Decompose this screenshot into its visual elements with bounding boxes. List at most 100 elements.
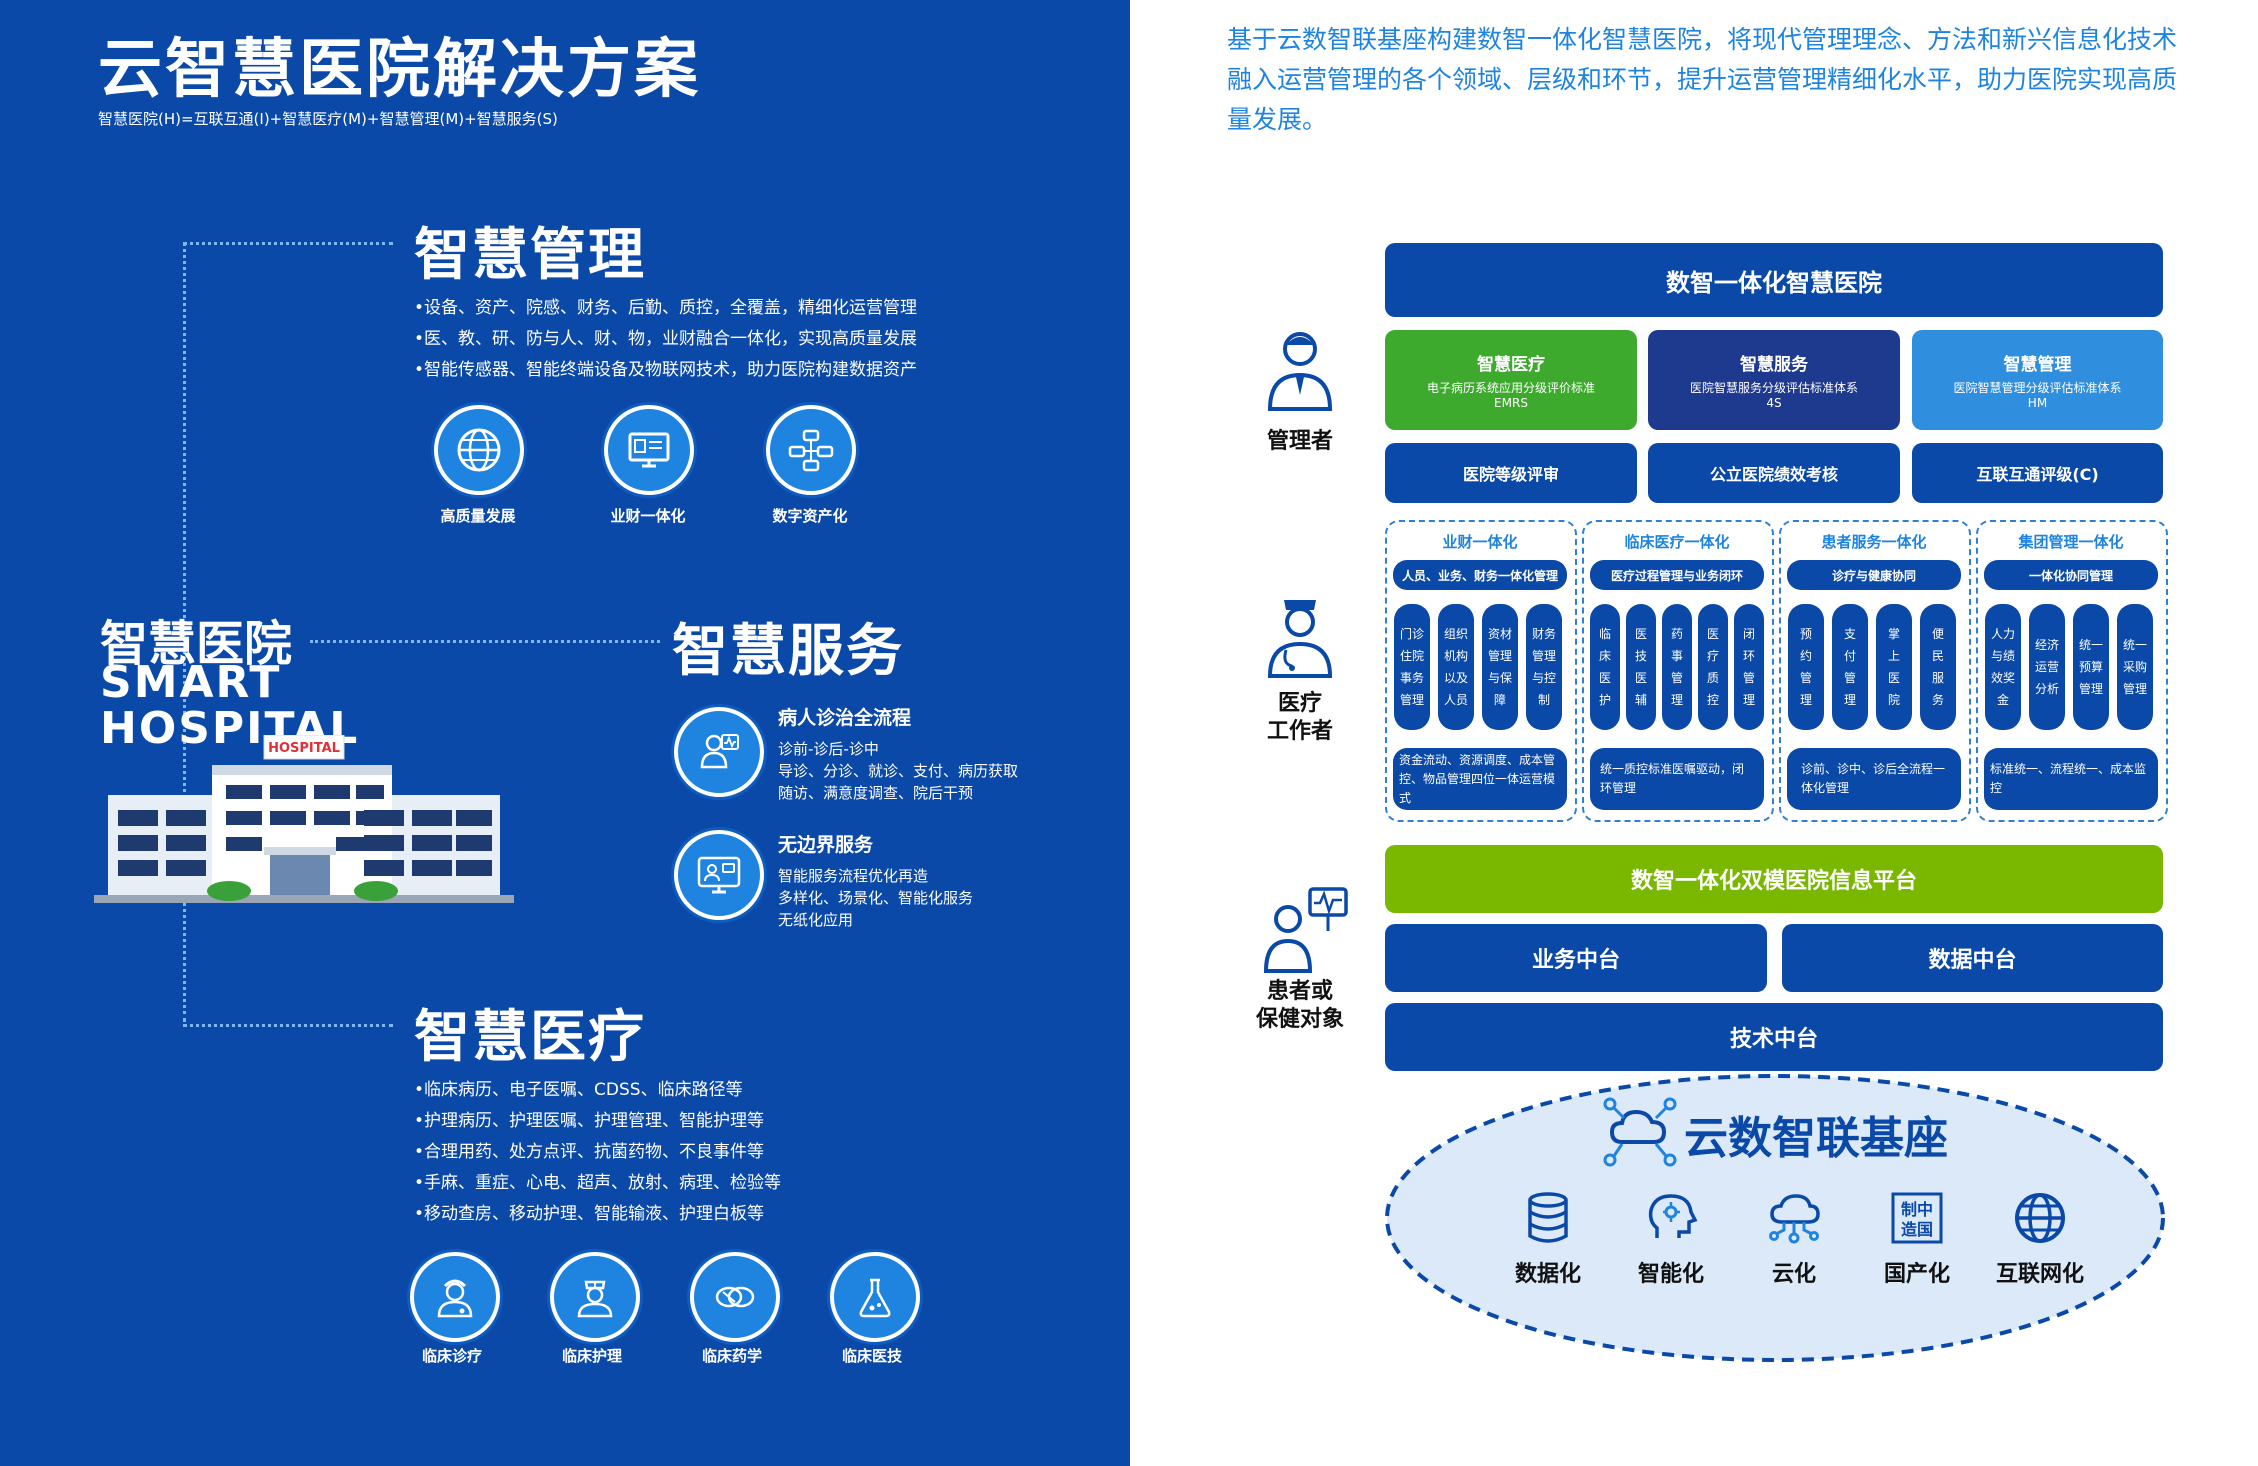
service-line: 多样化、场景化、智能化服务 bbox=[778, 889, 974, 907]
service-item-text: 诊前-诊后-诊中 导诊、分诊、就诊、支付、病历获取 随访、满意度调查、院后干预 bbox=[778, 738, 1018, 804]
icon-label: 高质量发展 bbox=[440, 507, 516, 525]
network-icon bbox=[766, 405, 856, 495]
group-column-text: 组织机构以及人员 bbox=[1443, 627, 1468, 707]
standard-code: HM bbox=[2027, 396, 2048, 410]
main-title: 云智慧医院解决方案 bbox=[98, 33, 701, 107]
medical-title: 智慧医疗 bbox=[414, 1005, 646, 1070]
tech-middle-box: 技术中台 bbox=[1385, 1003, 2163, 1071]
service-line: 随访、满意度调查、院后干预 bbox=[778, 784, 974, 802]
group-column: 经济运营分析 bbox=[2029, 604, 2065, 730]
doctor-icon bbox=[410, 1252, 500, 1342]
globe-icon bbox=[434, 405, 524, 495]
evaluation-box: 医院等级评审 bbox=[1385, 443, 1637, 503]
standard-desc: 医院智慧管理分级评估标准体系 bbox=[1953, 381, 2122, 395]
group-column-text: 资材管理与保障 bbox=[1487, 627, 1512, 707]
management-bullet: •设备、资产、院感、财务、后勤、质控，全覆盖，精细化运营管理 bbox=[414, 298, 918, 318]
management-bullet: •医、教、研、防与人、财、物，业财融合一体化，实现高质量发展 bbox=[414, 329, 918, 349]
group-column: 门诊住院事务管理 bbox=[1394, 604, 1430, 730]
hospital-en-line: SMART bbox=[100, 657, 282, 708]
business-middle-box: 业务中台 bbox=[1385, 924, 1767, 992]
group-column: 统一预算管理 bbox=[2073, 604, 2109, 730]
group-column: 人力与绩效奖金 bbox=[1985, 604, 2021, 730]
group-footer: 统一质控标准医嘱驱动，闭环管理 bbox=[1590, 748, 1764, 810]
group-column-text: 预约管理 bbox=[1799, 627, 1812, 707]
icon-label: 数字资产化 bbox=[772, 507, 848, 525]
group-column: 闭环管理 bbox=[1734, 604, 1764, 730]
standard-desc: 医院智慧服务分级评估标准体系 bbox=[1689, 381, 1858, 395]
group-column-text: 统一采购管理 bbox=[2122, 638, 2147, 696]
group-column-text: 临床医护 bbox=[1598, 627, 1611, 707]
medical-bullet: •临床病历、电子医嘱、CDSS、临床路径等 bbox=[414, 1080, 743, 1100]
group-column-text: 人力与绩效奖金 bbox=[1990, 627, 2015, 707]
group-column: 组织机构以及人员 bbox=[1438, 604, 1474, 730]
standard-code: 4S bbox=[1766, 396, 1782, 410]
medical-bullet: •手麻、重症、心电、超声、放射、病理、检验等 bbox=[414, 1173, 782, 1193]
management-bullet: •智能传感器、智能终端设备及物联网技术，助力医院构建数据资产 bbox=[414, 360, 918, 380]
service-item-title: 无边界服务 bbox=[778, 834, 874, 856]
group-column-text: 药事管理 bbox=[1670, 627, 1683, 707]
standard-title: 智慧管理 bbox=[2003, 355, 2072, 375]
icon-label: 临床诊疗 bbox=[421, 1347, 482, 1365]
ai-head-icon bbox=[1648, 1194, 1698, 1238]
group-column: 财务管理与控制 bbox=[1526, 604, 1562, 730]
group-column: 支付管理 bbox=[1832, 604, 1868, 730]
service-item-title: 病人诊治全流程 bbox=[778, 707, 912, 729]
base-title: 云数智联基座 bbox=[1684, 1113, 1948, 1164]
management-bullets: •设备、资产、院感、财务、后勤、质控，全覆盖，精细化运营管理 •医、教、研、防与… bbox=[414, 293, 917, 386]
group-column: 便民服务 bbox=[1920, 604, 1956, 730]
role-label: 患者或保健对象 bbox=[1255, 979, 1344, 1032]
base-label: 国产化 bbox=[1883, 1262, 1950, 1287]
role-label: 医疗工作者 bbox=[1266, 691, 1333, 744]
group-card bbox=[1582, 520, 1774, 822]
cloud-icon bbox=[1769, 1194, 1820, 1244]
standard-card: 智慧管理 医院智慧管理分级评估标准体系 HM bbox=[1912, 330, 2163, 430]
nurse-icon bbox=[550, 1252, 640, 1342]
group-column: 医疗质控 bbox=[1698, 604, 1728, 730]
medical-bullet: •移动查房、移动护理、智能输液、护理白板等 bbox=[414, 1204, 765, 1224]
group-header: 诊疗与健康协同 bbox=[1787, 560, 1961, 590]
connector-vertical bbox=[183, 242, 186, 1022]
group-column-text: 闭环管理 bbox=[1742, 627, 1755, 707]
group-header: 医疗过程管理与业务闭环 bbox=[1590, 560, 1764, 590]
group-title: 业财一体化 bbox=[1442, 533, 1518, 551]
group-column-text: 支付管理 bbox=[1843, 627, 1856, 707]
top-box: 数智一体化智慧医院 bbox=[1385, 243, 2163, 317]
data-middle-box: 数据中台 bbox=[1782, 924, 2163, 992]
left-panel: 云智慧医院解决方案 智慧医院(H)=互联互通(I)+智慧医疗(M)+智慧管理(M… bbox=[0, 0, 1130, 1466]
cloud-network-icon bbox=[1603, 1097, 1677, 1167]
group-column-text: 医技医辅 bbox=[1634, 627, 1647, 707]
base-label: 数据化 bbox=[1514, 1262, 1581, 1287]
icon-label: 临床药学 bbox=[701, 1347, 762, 1365]
icon-label: 临床护理 bbox=[561, 1347, 622, 1365]
evaluation-box: 公立医院绩效考核 bbox=[1648, 443, 1900, 503]
group-column: 临床医护 bbox=[1590, 604, 1620, 730]
medical-bullets: •临床病历、电子医嘱、CDSS、临床路径等 •护理病历、护理医嘱、护理管理、智能… bbox=[414, 1075, 781, 1230]
hospital-cn: 智慧医院 bbox=[100, 616, 293, 672]
standard-title: 智慧服务 bbox=[1740, 355, 1808, 375]
right-panel: 基于云数智联基座构建数智一体化智慧医院，将现代管理理念、方法和新兴信息化技术融入… bbox=[1130, 0, 2258, 1466]
internet-globe-icon bbox=[2015, 1193, 2065, 1243]
role-label: 管理者 bbox=[1266, 429, 1333, 454]
database-icon bbox=[1528, 1192, 1568, 1243]
group-column-text: 统一预算管理 bbox=[2078, 638, 2103, 696]
group-footer: 诊前、诊中、诊后全流程一体化管理 bbox=[1787, 748, 1961, 810]
medical-bullet: •护理病历、护理医嘱、护理管理、智能护理等 bbox=[414, 1111, 765, 1131]
evaluation-box: 互联互通评级(C) bbox=[1912, 443, 2163, 503]
group-column: 药事管理 bbox=[1662, 604, 1692, 730]
group-title: 临床医疗一体化 bbox=[1624, 533, 1730, 551]
standard-card: 智慧服务 医院智慧服务分级评估标准体系 4S bbox=[1648, 330, 1900, 430]
connector-top bbox=[183, 242, 393, 245]
subtitle: 智慧医院(H)=互联互通(I)+智慧医疗(M)+智慧管理(M)+智慧服务(S) bbox=[98, 110, 558, 128]
icon-label: 临床医技 bbox=[841, 1347, 902, 1365]
patient-monitor-icon bbox=[1263, 887, 1348, 973]
group-column-text: 经济运营分析 bbox=[2034, 638, 2059, 696]
base-label: 智能化 bbox=[1637, 1262, 1704, 1287]
group-column: 资材管理与保障 bbox=[1482, 604, 1518, 730]
hospital-en: SMART HOSPITAL bbox=[100, 660, 359, 752]
group-column: 掌上医院 bbox=[1876, 604, 1912, 730]
service-line: 无纸化应用 bbox=[778, 911, 854, 929]
connector-middle bbox=[310, 640, 660, 643]
base-label: 云化 bbox=[1771, 1262, 1816, 1287]
pill-icon bbox=[690, 1252, 780, 1342]
group-card bbox=[1976, 520, 2168, 822]
